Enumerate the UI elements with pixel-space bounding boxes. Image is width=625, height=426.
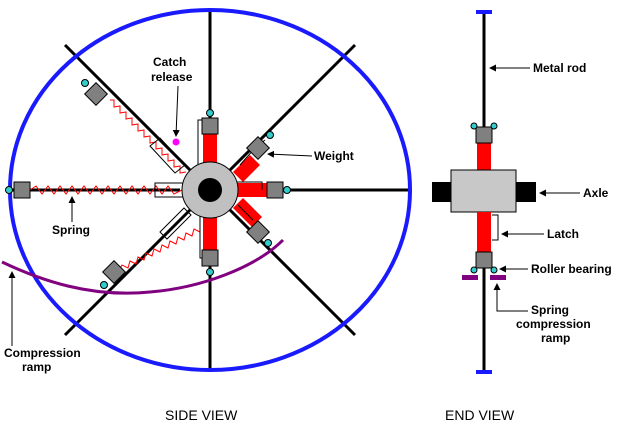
end-upper-roller-left <box>470 122 478 130</box>
compressed-arms <box>203 133 269 251</box>
catch-release-dot <box>172 138 180 146</box>
catch-release-label-line1: Catch <box>153 55 186 69</box>
compression-ramp-label-line2: ramp <box>22 360 51 374</box>
weight-lower-left <box>101 259 127 285</box>
spring-compression-ramp-label-line2: compression <box>516 317 591 331</box>
spring-lower-left <box>117 207 201 273</box>
end-lower-weight <box>475 251 493 269</box>
spring-compression-ramp-label-line1: Spring <box>531 303 569 317</box>
weight-top <box>201 117 219 135</box>
compression-ramp <box>1 238 285 295</box>
spring-compression-ramp-label-line3: ramp <box>541 331 570 345</box>
compression-ramp-label-line1: Compression <box>4 346 81 360</box>
roller-bearing-label: Roller bearing <box>531 262 612 276</box>
end-ramp-right <box>490 275 506 280</box>
latch-label: Latch <box>547 227 579 241</box>
spring-label: Spring <box>52 223 90 237</box>
weight-left <box>13 181 31 199</box>
end-lower-roller-right <box>490 266 498 274</box>
end-lower-roller-left <box>470 266 478 274</box>
weight-upper-left <box>83 81 109 107</box>
catch-release-arrow <box>172 85 180 137</box>
side-view-caption: SIDE VIEW <box>165 407 238 423</box>
weight-bottom <box>201 249 219 267</box>
catch-release-label-line2: release <box>151 70 193 84</box>
end-ramp-left <box>462 275 478 280</box>
end-latch-bracket <box>492 214 499 241</box>
rollers <box>5 79 291 289</box>
weight-label: Weight <box>314 149 354 163</box>
weight-lower-right <box>245 219 271 245</box>
side-view: Catch release Weight Spring Compression … <box>1 8 412 423</box>
end-view-caption: END VIEW <box>445 407 515 423</box>
end-upper-arm <box>477 142 491 172</box>
end-upper-weight <box>475 126 493 144</box>
end-hub-block <box>450 169 517 213</box>
axle-label: Axle <box>583 186 609 200</box>
weight-arrow <box>267 150 313 158</box>
end-view: Metal rod Axle Latch Roller bearing Spri… <box>432 10 612 423</box>
spring-upper-left <box>110 99 187 174</box>
weight-right <box>266 181 284 199</box>
spring-compression-ramp-arrow <box>493 283 528 312</box>
axle-center <box>198 178 222 202</box>
end-upper-roller-right <box>490 122 498 130</box>
weights <box>13 81 284 285</box>
weight-upper-right <box>245 135 271 161</box>
metal-rod-label: Metal rod <box>533 61 586 75</box>
end-lower-spring <box>476 211 492 253</box>
